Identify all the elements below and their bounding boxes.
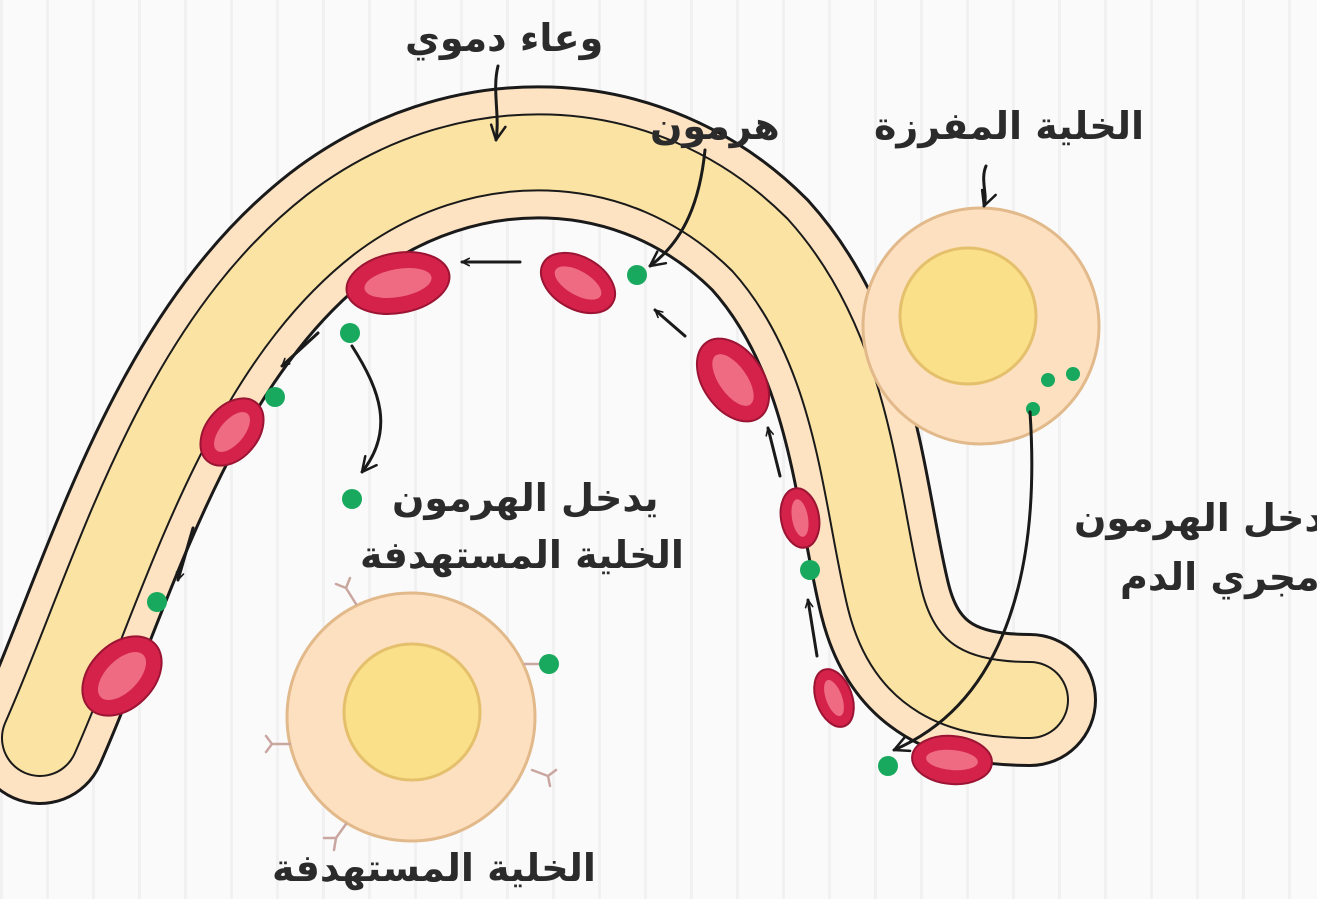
secreting-cell-nucleus <box>900 248 1036 384</box>
secreting-cell-pointer <box>984 166 986 206</box>
target-cell-nucleus <box>344 644 480 780</box>
hormone-molecule <box>627 265 647 285</box>
blood-vessel-label: وعاء دموي <box>405 16 603 60</box>
blood-vessel-pointer <box>496 66 498 140</box>
hormone-label: هرمون <box>650 104 780 148</box>
enters-blood-label-line2: مجري الدم <box>1120 555 1317 599</box>
enters-target-label-line1: يدخل الهرمون <box>392 476 659 520</box>
secreting-cell <box>863 208 1099 444</box>
flow-arrow <box>808 600 817 656</box>
hormone-molecule <box>800 560 820 580</box>
receptor <box>266 736 290 752</box>
hormone-molecule <box>878 756 898 776</box>
flow-arrow <box>655 310 685 336</box>
blood-vessel <box>40 152 1030 738</box>
target-cell-label: الخلية المستهدفة <box>272 846 596 890</box>
target-cell <box>266 578 559 850</box>
hormone-molecule <box>265 387 285 407</box>
hormone-molecule <box>1041 373 1055 387</box>
flow-arrow <box>768 428 780 476</box>
enters-blood-label-line1: يدخل الهرمون <box>1074 496 1317 540</box>
hormone-molecule <box>1066 367 1080 381</box>
hormone-molecule <box>342 489 362 509</box>
vessel-lumen <box>40 152 1030 738</box>
receptor <box>532 770 556 786</box>
receptor <box>336 578 356 604</box>
hormone-molecule <box>340 323 360 343</box>
enters-target-pointer <box>352 346 381 472</box>
secreting-cell-label: الخلية المفرزة <box>874 104 1144 148</box>
hormone-molecule <box>147 592 167 612</box>
red-blood-cell <box>530 240 625 325</box>
enters-target-label-line2: الخلية المستهدفة <box>360 533 684 577</box>
bound-hormone <box>539 654 559 674</box>
hormone-molecule <box>1026 402 1040 416</box>
